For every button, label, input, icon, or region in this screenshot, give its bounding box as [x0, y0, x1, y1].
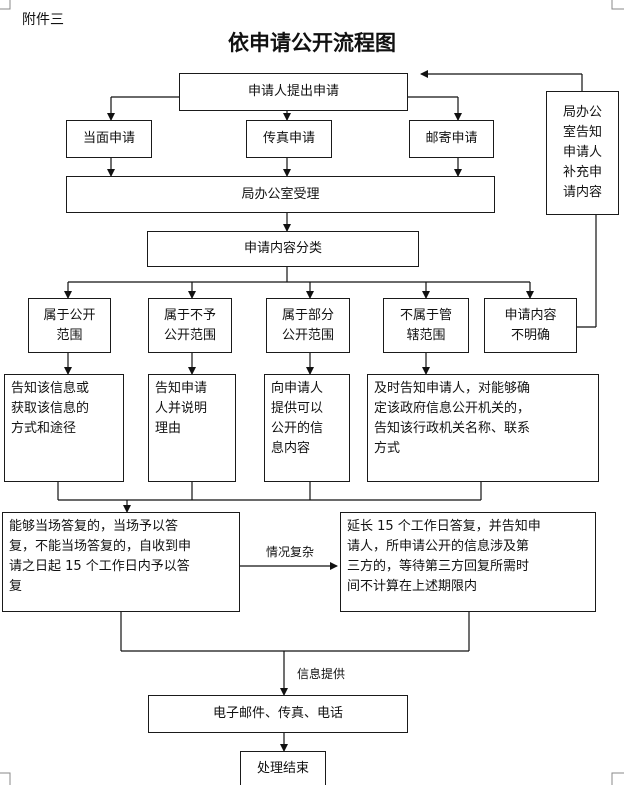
classify-node-text: 申请内容分类	[243, 241, 322, 256]
reply-now-node-text: 能够当场答复的，当场予以答 复，不能当场答复的，自收到申 请之日起 15 个工作…	[9, 519, 192, 594]
action-outside-text: 及时告知申请人，对能够确 定该政府信息公开机关的， 告知该行政机关名称、联系 方…	[374, 381, 531, 456]
category-outside: 不属于管 辖范围	[383, 298, 469, 353]
category-partial-text: 属于部分 公开范围	[281, 307, 334, 343]
category-public-text: 属于公开 范围	[43, 307, 96, 343]
in-person-node: 当面申请	[66, 120, 152, 158]
action-partial: 向申请人 提供可以 公开的信 息内容	[264, 374, 350, 482]
category-nonpublic: 属于不予 公开范围	[148, 298, 232, 353]
fax-node: 传真申请	[246, 120, 332, 158]
action-partial-text: 向申请人 提供可以 公开的信 息内容	[271, 381, 324, 456]
apply-node: 申请人提出申请	[179, 73, 408, 111]
classify-node: 申请内容分类	[147, 231, 419, 267]
complex-edge-label: 情况复杂	[266, 545, 315, 559]
action-nonpublic: 告知申请 人并说明 理由	[148, 374, 236, 482]
action-outside: 及时告知申请人，对能够确 定该政府信息公开机关的， 告知该行政机关名称、联系 方…	[367, 374, 599, 482]
in-person-node-text: 当面申请	[82, 131, 135, 146]
category-outside-text: 不属于管 辖范围	[399, 307, 452, 343]
annex-label: 附件三	[22, 12, 64, 28]
supplement-node-text: 局办公 室告知 申请人 补充申 请内容	[562, 105, 602, 200]
fax-node-text: 传真申请	[262, 131, 315, 146]
mail-node: 邮寄申请	[409, 120, 494, 158]
category-unclear: 申请内容 不明确	[484, 298, 577, 353]
category-nonpublic-text: 属于不予 公开范围	[163, 307, 216, 343]
reply-extend-node: 延长 15 个工作日答复，并告知申 请人，所申请公开的信息涉及第 三方的，等待第…	[340, 512, 596, 612]
action-public-text: 告知该信息或 获取该信息的 方式和途径	[11, 381, 90, 436]
category-unclear-text: 申请内容 不明确	[504, 307, 557, 343]
supplement-node: 局办公 室告知 申请人 补充申 请内容	[546, 91, 619, 215]
action-nonpublic-text: 告知申请 人并说明 理由	[155, 381, 208, 436]
delivery-node-text: 电子邮件、传真、电话	[212, 706, 343, 721]
delivery-node: 电子邮件、传真、电话	[148, 695, 408, 733]
accept-node-text: 局办公室受理	[241, 186, 320, 202]
category-partial: 属于部分 公开范围	[266, 298, 350, 353]
action-public: 告知该信息或 获取该信息的 方式和途径	[4, 374, 124, 482]
info-provided-edge-label: 信息提供	[297, 667, 346, 681]
mail-node-text: 邮寄申请	[425, 131, 478, 146]
reply-now-node: 能够当场答复的，当场予以答 复，不能当场答复的，自收到申 请之日起 15 个工作…	[2, 512, 240, 612]
apply-node-text: 申请人提出申请	[247, 84, 339, 99]
end-node-text: 处理结束	[256, 760, 309, 776]
reply-extend-node-text: 延长 15 个工作日答复，并告知申 请人，所申请公开的信息涉及第 三方的，等待第…	[347, 519, 541, 594]
end-node: 处理结束	[240, 751, 326, 785]
page-title: 依申请公开流程图	[228, 31, 396, 55]
category-public: 属于公开 范围	[28, 298, 111, 353]
accept-node: 局办公室受理	[66, 176, 495, 213]
